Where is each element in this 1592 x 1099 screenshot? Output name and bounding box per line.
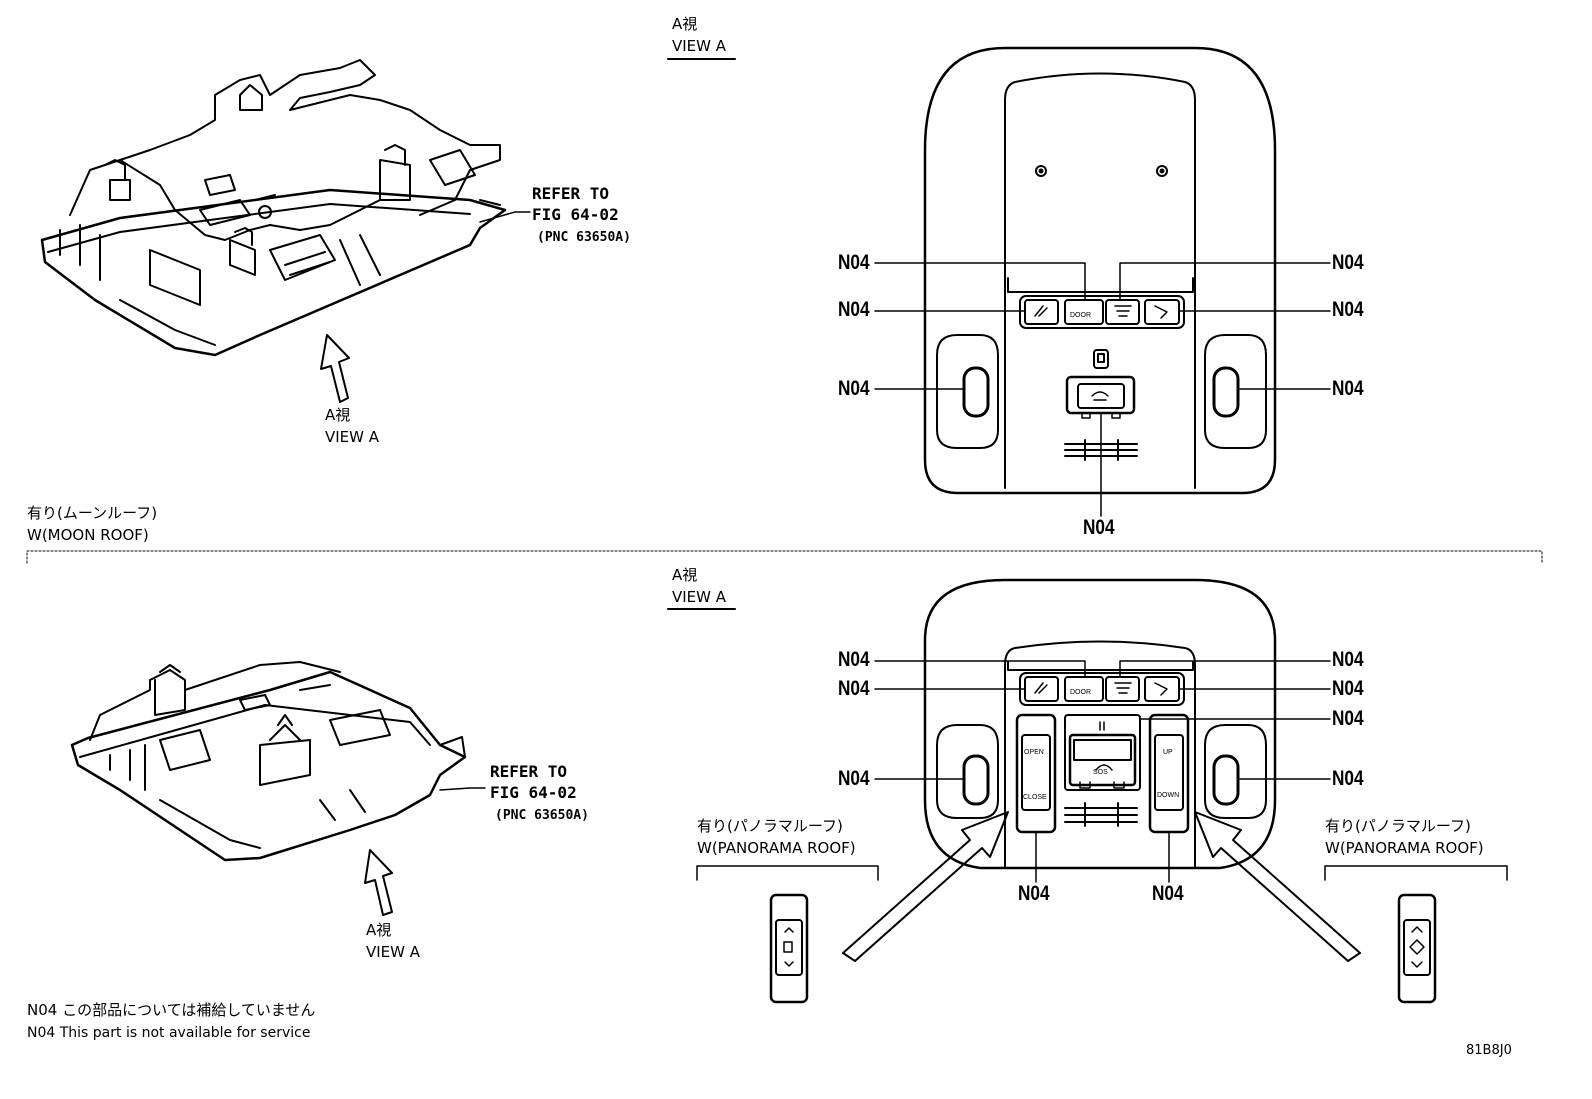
- callout-n04: N04: [1332, 767, 1364, 790]
- section-bracket: [26, 550, 1543, 564]
- callout-n04: N04: [1332, 251, 1364, 274]
- top-refer-line3: (PNC 63650A): [537, 230, 631, 245]
- panorama-bracket-right: [1324, 865, 1508, 881]
- callout-n04: N04: [1332, 298, 1364, 321]
- door-switch-label: DOOR: [1070, 312, 1091, 319]
- figure-code: 81B8J0: [1466, 1043, 1512, 1058]
- bottom-refer-line2: FIG 64-02: [490, 783, 577, 802]
- bottom-console-front: [923, 578, 1277, 870]
- note-en: N04 This part is not available for servi…: [27, 1025, 311, 1041]
- top-view-a-label-en: VIEW A: [672, 37, 727, 55]
- callout-n04: N04: [1083, 516, 1115, 539]
- top-refer-leader: [479, 211, 531, 223]
- callout-n04: N04: [838, 677, 870, 700]
- top-console-isometric: [40, 59, 507, 357]
- callout-n04: N04: [1152, 882, 1184, 905]
- top-leaders: [874, 262, 1331, 517]
- bottom-refer-line3: (PNC 63650A): [495, 808, 589, 823]
- top-refer-line1: REFER TO: [532, 184, 610, 203]
- panorama-right-label-en: W(PANORAMA ROOF): [1325, 839, 1484, 857]
- panorama-bracket-left: [696, 865, 879, 881]
- section-label-ja: 有り(ムーンルーフ): [27, 504, 158, 522]
- callout-n04: N04: [838, 377, 870, 400]
- callout-n04: N04: [838, 648, 870, 671]
- bottom-view-a-label-ja: A視: [672, 566, 698, 584]
- bottom-view-arrow: [364, 849, 393, 916]
- bottom-arrow-label-en: VIEW A: [366, 943, 421, 961]
- panorama-arrow-right: [1194, 811, 1361, 962]
- door-switch-label: DOOR: [1070, 689, 1091, 696]
- panorama-right-label-ja: 有り(パノラマルーフ): [1325, 817, 1471, 835]
- callout-n04: N04: [1332, 377, 1364, 400]
- section-label-en: W(MOON ROOF): [27, 526, 149, 544]
- callout-n04: N04: [1332, 677, 1364, 700]
- top-console-front: [923, 46, 1277, 495]
- top-arrow-label-en: VIEW A: [325, 428, 380, 446]
- note-ja: N04 この部品については補給していません: [27, 1001, 316, 1019]
- panorama-arrow-left: [842, 811, 1009, 962]
- sos-switch-label: SOS: [1093, 769, 1108, 776]
- panorama-left-label-en: W(PANORAMA ROOF): [697, 839, 856, 857]
- bottom-refer-line1: REFER TO: [490, 762, 568, 781]
- top-refer-line2: FIG 64-02: [532, 205, 619, 224]
- close-switch-label: CLOSE: [1023, 794, 1047, 801]
- callout-n04: N04: [838, 298, 870, 321]
- top-view-a-label-ja: A視: [672, 15, 698, 33]
- callout-n04: N04: [838, 767, 870, 790]
- top-view-arrow: [320, 334, 350, 403]
- panorama-switch-right: [1397, 893, 1437, 1004]
- up-switch-label: UP: [1163, 749, 1173, 756]
- top-arrow-label-ja: A視: [325, 406, 351, 424]
- panorama-left-label-ja: 有り(パノラマルーフ): [697, 817, 843, 835]
- callout-n04: N04: [838, 251, 870, 274]
- down-switch-label: DOWN: [1157, 792, 1180, 799]
- panorama-switch-left: [769, 893, 809, 1004]
- callout-n04: N04: [1332, 707, 1364, 730]
- bottom-arrow-label-ja: A視: [366, 921, 392, 939]
- bottom-leaders: [874, 660, 1331, 883]
- callout-n04: N04: [1332, 648, 1364, 671]
- bottom-view-a-label-en: VIEW A: [672, 588, 727, 606]
- bottom-refer-leader: [439, 787, 486, 791]
- bottom-console-isometric: [70, 661, 467, 862]
- open-switch-label: OPEN: [1024, 749, 1044, 756]
- callout-n04: N04: [1018, 882, 1050, 905]
